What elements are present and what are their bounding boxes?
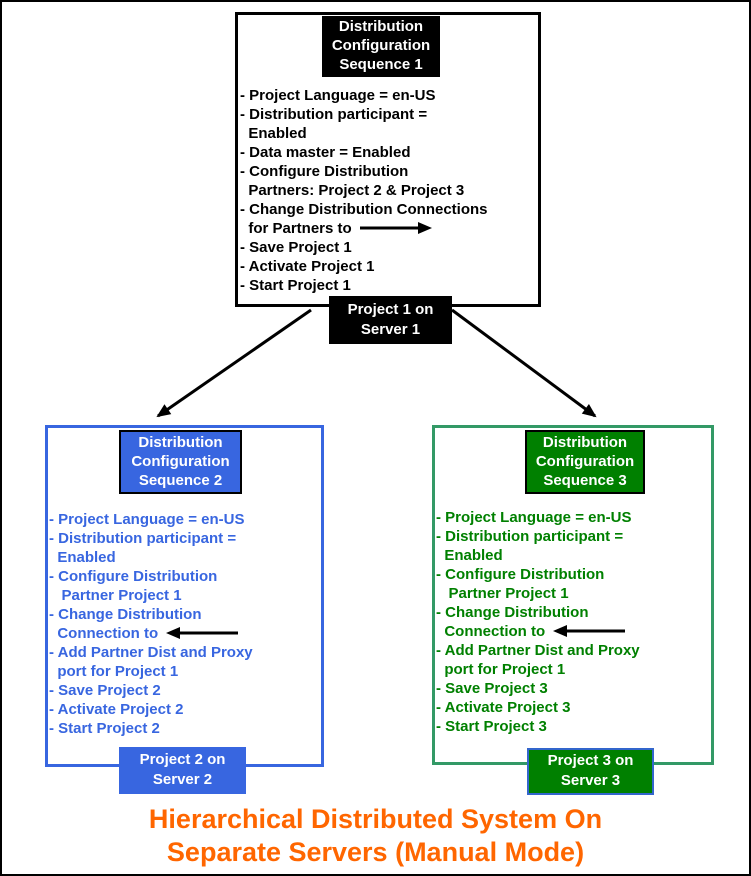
step-line: - Save Project 1: [240, 239, 352, 256]
step-line: Enabled: [240, 125, 307, 142]
sequence3-header: Distribution Configuration Sequence 3: [525, 430, 645, 494]
sequence3-box: Distribution Configuration Sequence 3 - …: [432, 425, 714, 765]
step-line: - Distribution participant =: [49, 530, 237, 547]
step-line: - Distribution participant =: [436, 528, 624, 545]
step-text: for Partners to: [240, 220, 352, 237]
right-arrow-icon: [359, 221, 433, 235]
step-line: - Start Project 3: [436, 718, 547, 735]
step-line: Partners: Project 2 & Project 3: [240, 182, 465, 199]
step-line: - Configure Distribution: [49, 568, 218, 585]
step-line: for Partners to: [240, 219, 536, 238]
step-line: - Distribution participant =: [240, 106, 428, 123]
step-line: - Activate Project 1: [240, 258, 375, 275]
sequence1-box: Distribution Configuration Sequence 1 - …: [235, 12, 541, 307]
step-line: - Change Distribution: [436, 604, 589, 621]
step-line: - Start Project 1: [240, 277, 351, 294]
step-line: - Data master = Enabled: [240, 144, 411, 161]
step-line: Connection to: [49, 624, 319, 643]
step-line: - Activate Project 3: [436, 699, 571, 716]
step-line: - Save Project 3: [436, 680, 548, 697]
step-line: - Configure Distribution: [240, 163, 409, 180]
step-line: - Configure Distribution: [436, 566, 605, 583]
server2-label: Project 2 on Server 2: [119, 747, 246, 794]
step-line: - Save Project 2: [49, 682, 161, 699]
step-line: - Change Distribution: [49, 606, 202, 623]
step-line: - Project Language = en-US: [240, 87, 436, 104]
step-line: - Add Partner Dist and Proxy: [436, 642, 640, 659]
server3-label: Project 3 on Server 3: [527, 748, 654, 795]
step-line: - Project Language = en-US: [49, 511, 245, 528]
step-line: port for Project 1: [49, 663, 179, 680]
sequence1-header: Distribution Configuration Sequence 1: [322, 16, 440, 77]
left-arrow-icon: [552, 624, 626, 638]
sequence1-steps: - Project Language = en-US - Distributio…: [240, 86, 536, 295]
step-line: - Activate Project 2: [49, 701, 184, 718]
sequence3-steps: - Project Language = en-US - Distributio…: [436, 508, 710, 736]
step-line: Partner Project 1: [436, 585, 569, 602]
step-text: Connection to: [49, 625, 159, 642]
step-text: Connection to: [436, 623, 546, 640]
step-line: Enabled: [436, 547, 503, 564]
step-line: - Add Partner Dist and Proxy: [49, 644, 253, 661]
step-line: - Project Language = en-US: [436, 509, 632, 526]
step-line: Partner Project 1: [49, 587, 182, 604]
server1-label: Project 1 on Server 1: [329, 296, 452, 344]
step-line: - Start Project 2: [49, 720, 160, 737]
step-line: port for Project 1: [436, 661, 566, 678]
diagram-title: Hierarchical Distributed System On Separ…: [148, 804, 603, 867]
left-arrow-icon: [165, 626, 239, 640]
step-line: Connection to: [436, 622, 710, 641]
step-line: Enabled: [49, 549, 116, 566]
step-line: - Change Distribution Connections: [240, 201, 488, 218]
sequence2-steps: - Project Language = en-US - Distributio…: [49, 510, 319, 738]
sequence2-box: Distribution Configuration Sequence 2 - …: [45, 425, 324, 767]
sequence2-header: Distribution Configuration Sequence 2: [119, 430, 242, 494]
